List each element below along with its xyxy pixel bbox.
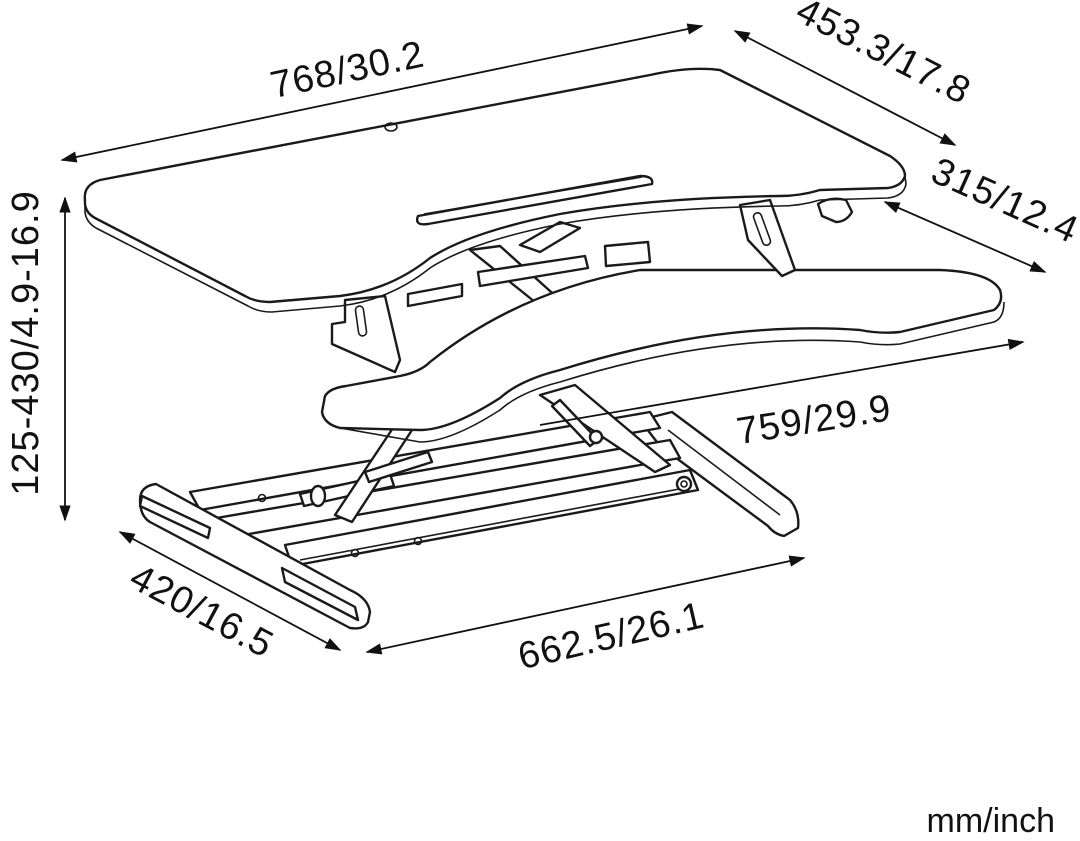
base-width-label: 662.5/26.1	[514, 595, 708, 679]
keyboard-tray	[320, 268, 1005, 443]
top-depth-dim-line	[733, 30, 957, 146]
dimension-lines	[59, 23, 1047, 655]
base-width-dim-line	[365, 555, 806, 655]
keyboard-width-dim-line	[539, 338, 1025, 426]
keyboard-width-label: 759/29.9	[734, 387, 895, 453]
scissor-lift	[333, 220, 672, 524]
base-depth-dim-line	[118, 531, 342, 651]
units-label: mm/inch	[927, 802, 1055, 840]
keyboard-depth-dim-line	[883, 201, 1047, 273]
height-range-label: 125-430/4.9-16.9	[5, 190, 47, 495]
top-width-dim-line	[60, 23, 704, 163]
keyboard-depth-label: 315/12.4	[925, 150, 1080, 252]
top-brackets	[330, 197, 854, 374]
top-width-label: 768/30.2	[267, 34, 428, 108]
top-depth-label: 453.3/17.8	[789, 0, 977, 113]
